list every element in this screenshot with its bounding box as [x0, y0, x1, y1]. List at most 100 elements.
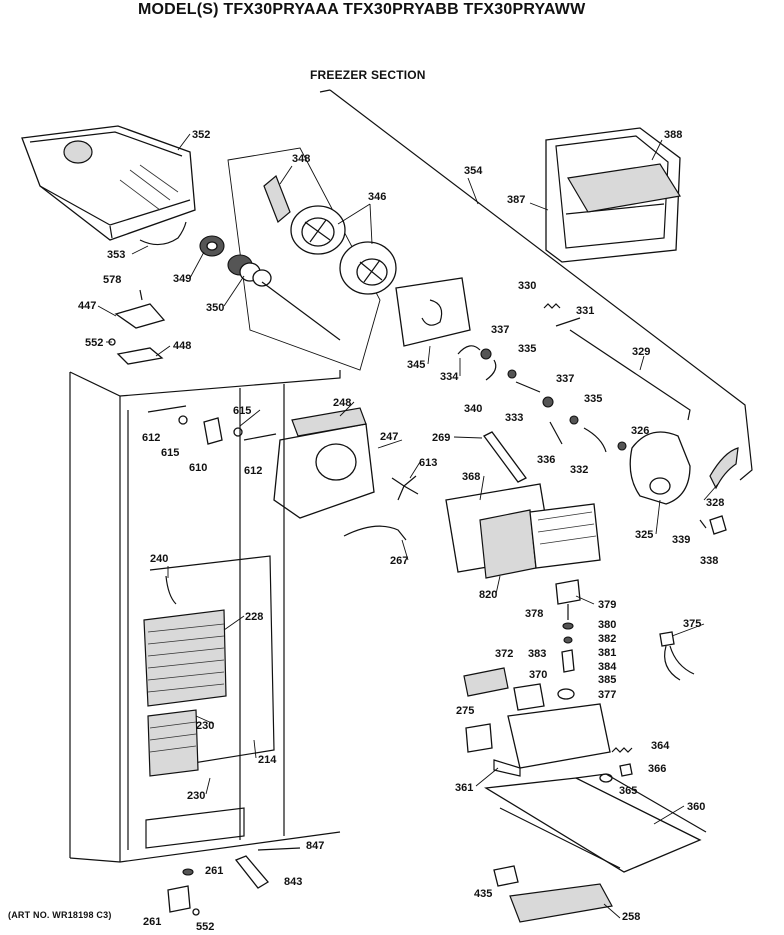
- part-820-ice-maker: [479, 503, 601, 579]
- part-label-337: 337: [556, 373, 574, 385]
- part-370-solenoid: [513, 683, 545, 711]
- part-383-pin: [561, 649, 575, 673]
- part-248-insulation: [291, 407, 367, 437]
- part-label-447: 447: [78, 300, 96, 312]
- part-label-330: 330: [518, 280, 536, 292]
- part-label-379: 379: [598, 599, 616, 611]
- part-365-grommet: [599, 773, 613, 783]
- art-number: (ART NO. WR18198 C3): [8, 910, 112, 920]
- part-label-366: 366: [648, 763, 666, 775]
- part-label-365: 365: [619, 785, 637, 797]
- part-label-352: 352: [192, 129, 210, 141]
- part-label-843: 843: [284, 876, 302, 888]
- leader-lines: [97, 133, 719, 919]
- part-label-261: 261: [205, 865, 223, 877]
- part-label-368: 368: [462, 471, 480, 483]
- part-330-spring: [543, 303, 561, 309]
- part-label-435: 435: [474, 888, 492, 900]
- part-label-370: 370: [529, 669, 547, 681]
- part-label-267: 267: [390, 555, 408, 567]
- part-label-335: 335: [518, 343, 536, 355]
- part-615-grommet-b: [233, 427, 243, 437]
- part-label-384: 384: [598, 661, 617, 673]
- part-337-bushing-b: [542, 396, 554, 408]
- part-332-link: [583, 427, 607, 453]
- part-label-615: 615: [233, 405, 251, 417]
- part-230-defrost-heater: [147, 709, 199, 777]
- part-label-612: 612: [142, 432, 160, 444]
- part-label-261: 261: [143, 916, 161, 928]
- fan-section-frame: [227, 147, 381, 371]
- part-847-screw: [257, 847, 301, 851]
- part-372-cover: [463, 667, 509, 697]
- part-346-fan-blade-rear: [339, 241, 397, 295]
- part-612-bracket-b: [243, 433, 277, 441]
- part-352-ice-bucket: [21, 125, 196, 241]
- part-label-360: 360: [687, 801, 705, 813]
- part-328-guard: [709, 447, 739, 490]
- part-label-388: 388: [664, 129, 682, 141]
- part-label-378: 378: [525, 608, 543, 620]
- part-331-link: [555, 317, 581, 327]
- part-label-578: 578: [103, 274, 121, 286]
- part-361-housing: [493, 703, 611, 777]
- part-label-552: 552: [85, 337, 103, 349]
- part-354-freezer-liner-edge: [319, 89, 753, 481]
- part-label-610: 610: [189, 462, 207, 474]
- part-label-348: 348: [292, 153, 310, 165]
- part-label-336: 336: [537, 454, 555, 466]
- part-label-847: 847: [306, 840, 324, 852]
- part-label-552: 552: [196, 921, 214, 933]
- part-label-345: 345: [407, 359, 425, 371]
- part-label-331: 331: [576, 305, 594, 317]
- part-329-rod: [569, 329, 691, 421]
- part-247-evaporator-cover: [273, 423, 375, 519]
- part-label-258: 258: [622, 911, 640, 923]
- part-label-230: 230: [196, 720, 214, 732]
- part-label-820: 820: [479, 589, 497, 601]
- part-380-washer: [562, 622, 574, 630]
- part-label-349: 349: [173, 273, 191, 285]
- part-267-harness: [343, 525, 407, 541]
- part-label-612: 612: [244, 465, 262, 477]
- part-447-bracket: [114, 303, 166, 329]
- part-261-bracket: [167, 885, 191, 913]
- part-label-340: 340: [464, 403, 482, 415]
- part-435-clip: [493, 865, 519, 887]
- part-label-228: 228: [245, 611, 263, 623]
- part-label-332: 332: [570, 464, 588, 476]
- part-613-fan: [391, 475, 419, 501]
- part-366-clip: [619, 763, 633, 777]
- part-label-361: 361: [455, 782, 473, 794]
- part-338-clip: [709, 515, 727, 535]
- freezer-cabinet: [69, 370, 341, 863]
- part-label-230: 230: [187, 790, 205, 802]
- part-350-auger-spring: [227, 254, 341, 341]
- part-336-crank: [549, 421, 563, 445]
- part-612-bracket: [147, 405, 187, 413]
- part-578-screw: [139, 289, 143, 301]
- part-label-240: 240: [150, 553, 168, 565]
- part-label-354: 354: [464, 165, 483, 177]
- part-label-615: 615: [161, 447, 179, 459]
- part-258-trim: [509, 883, 613, 923]
- part-552-screw-b: [192, 908, 200, 916]
- part-label-383: 383: [528, 648, 546, 660]
- part-378-cap: [555, 579, 581, 605]
- part-label-380: 380: [598, 619, 616, 631]
- part-843-hinge: [234, 855, 269, 889]
- part-label-338: 338: [700, 555, 718, 567]
- part-340-arm: [485, 359, 497, 381]
- part-label-387: 387: [507, 194, 525, 206]
- part-326-bushing: [617, 441, 627, 451]
- part-label-364: 364: [651, 740, 670, 752]
- part-261-bushing: [182, 868, 194, 876]
- section-title: FREEZER SECTION: [310, 68, 426, 82]
- part-333-cam: [515, 381, 541, 393]
- part-335-bushing-b: [569, 415, 579, 425]
- part-label-377: 377: [598, 689, 616, 701]
- part-label-375: 375: [683, 618, 701, 630]
- part-615-grommet: [178, 415, 188, 425]
